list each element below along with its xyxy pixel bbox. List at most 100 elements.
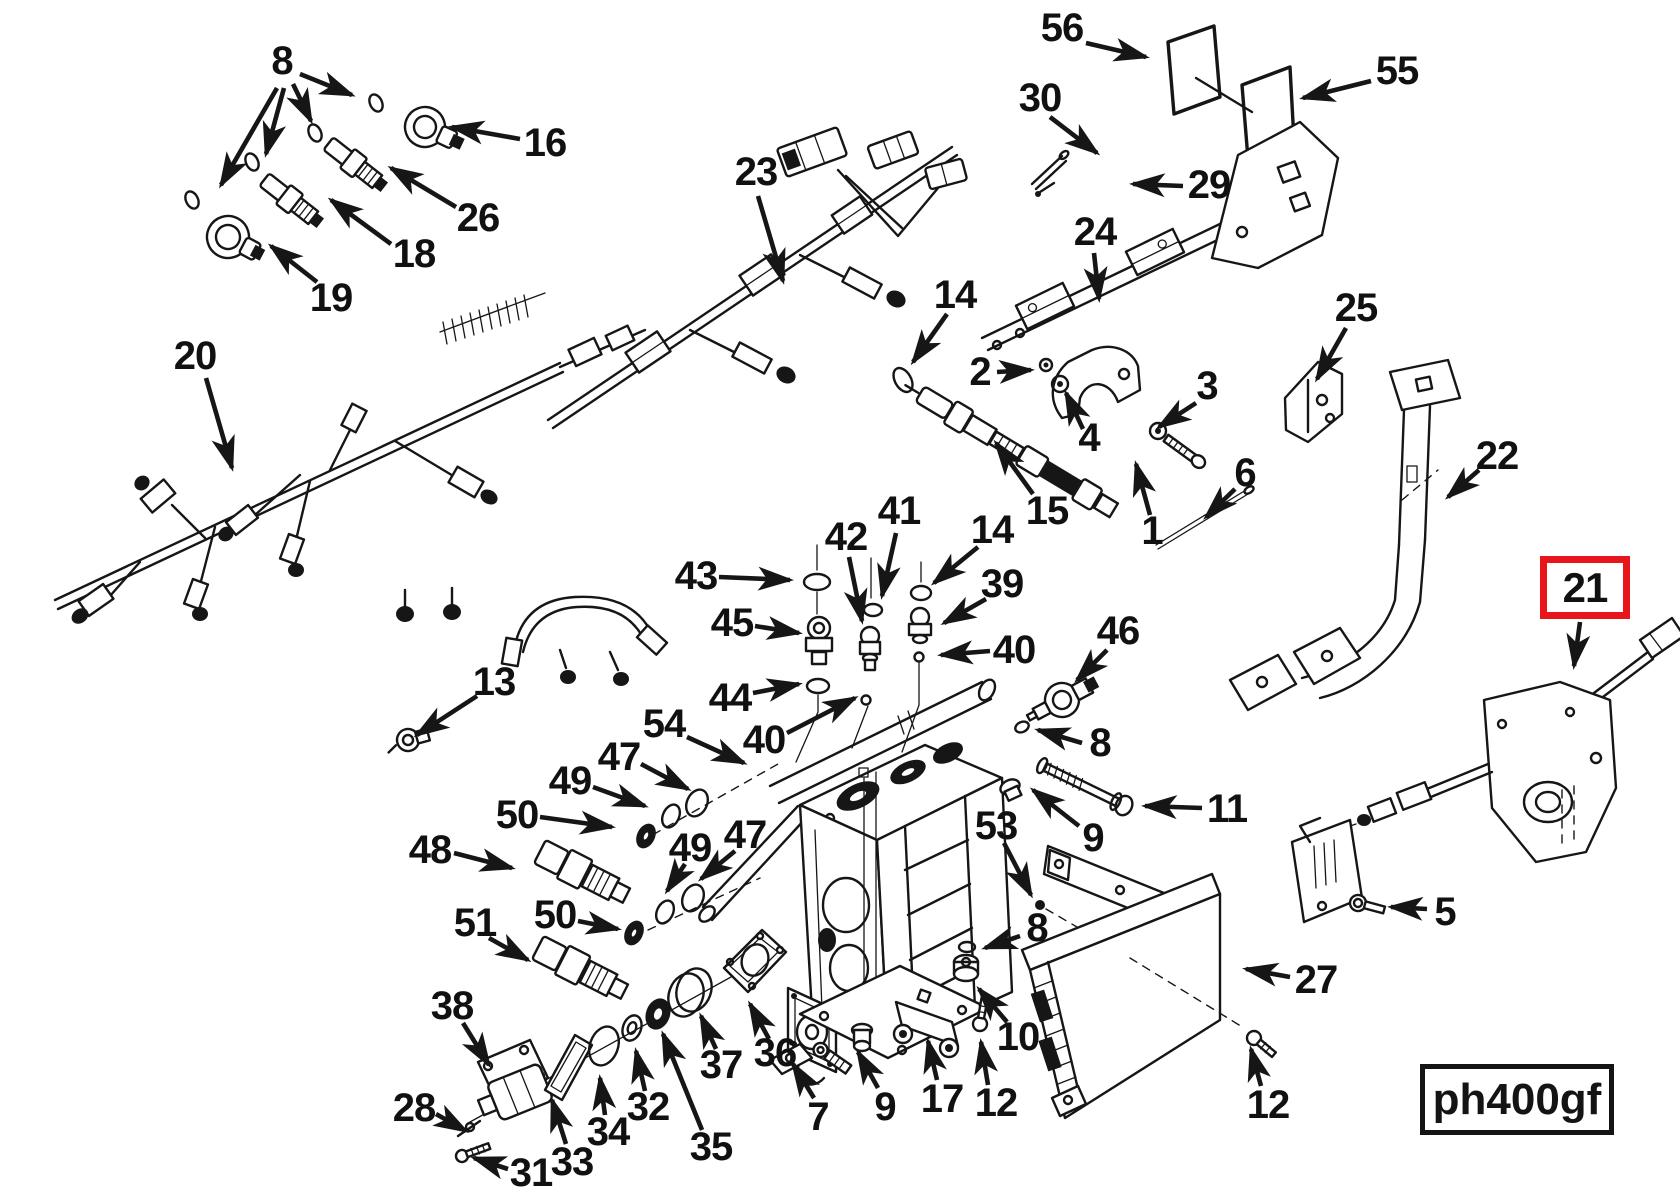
callout-20: 20: [173, 334, 217, 378]
callout-47: 47: [597, 735, 641, 779]
callout-14: 14: [933, 273, 977, 317]
callout-arrow: [996, 359, 1035, 384]
plug-9-art: [850, 1022, 874, 1053]
callout-8: 8: [1026, 906, 1048, 950]
highlight-box-21[interactable]: 21: [1540, 556, 1630, 619]
callout-23: 23: [734, 150, 778, 194]
valve-stack-art: [454, 928, 788, 1164]
callout-18: 18: [392, 232, 436, 276]
callout-arrow: [698, 1012, 726, 1051]
callout-41: 41: [877, 489, 921, 533]
callout-arrow: [1387, 896, 1428, 921]
callout-arrow: [974, 1038, 998, 1086]
callout-arrow: [686, 734, 748, 766]
callout-arrow: [1048, 115, 1101, 156]
callout-arrow: [448, 120, 521, 145]
callout-54: 54: [642, 702, 686, 746]
callout-8: 8: [271, 39, 293, 83]
callout-arrow: [660, 1030, 705, 1131]
callout-28: 28: [392, 1086, 436, 1130]
callout-arrow: [754, 616, 803, 640]
callout-arrow: [664, 857, 695, 895]
fasteners-art: [1038, 357, 1207, 470]
callout-49: 49: [668, 826, 712, 870]
callout-53: 53: [974, 804, 1018, 848]
callout-arrow: [432, 1104, 470, 1134]
callout-39: 39: [980, 562, 1024, 606]
callout-29: 29: [1187, 163, 1231, 207]
callout-15: 15: [1025, 489, 1069, 533]
fittings-art: [795, 544, 933, 763]
drawing-code-box: ph400gf: [1420, 1064, 1614, 1135]
callout-8: 8: [1089, 721, 1111, 765]
bracket-22-art: [1228, 358, 1462, 712]
callout-arrow: [1085, 38, 1150, 62]
callout-arrow: [1132, 460, 1157, 516]
callout-47: 47: [723, 813, 767, 857]
callout-arrow: [718, 566, 794, 591]
callout-10: 10: [996, 1015, 1040, 1059]
callout-arrow: [976, 985, 1009, 1024]
callout-arrow: [877, 532, 901, 600]
callout-48: 48: [408, 828, 452, 872]
callout-arrow: [993, 439, 1035, 496]
sensor-48-51-art: [531, 763, 779, 1000]
callout-arrow: [1247, 1045, 1271, 1087]
callout-arrow: [930, 545, 980, 586]
callout-arrow: [1029, 787, 1081, 828]
callout-arrow: [940, 596, 988, 625]
callout-arrow: [910, 312, 949, 366]
callout-27: 27: [1294, 958, 1338, 1002]
ecm-27-art: [812, 844, 1278, 1120]
callout-9: 9: [1082, 816, 1104, 860]
callout-arrow: [549, 1096, 574, 1145]
callout-arrow: [262, 87, 287, 158]
callout-arrow: [1203, 486, 1238, 520]
callout-arrow: [981, 926, 1021, 951]
callout-arrow: [1141, 795, 1203, 820]
callout-arrow: [790, 1060, 821, 1100]
callout-arrow: [937, 640, 991, 665]
callout-45: 45: [710, 601, 754, 645]
callout-arrow: [299, 71, 356, 98]
callout-arrow: [413, 694, 479, 738]
callout-arrow: [755, 195, 786, 285]
callout-arrow: [1034, 727, 1083, 751]
callout-arrow: [470, 1155, 509, 1180]
callout-arrow: [697, 849, 737, 882]
callout-42: 42: [824, 515, 868, 559]
pin-art: [1030, 149, 1070, 197]
callout-2: 2: [969, 350, 991, 394]
callout-7: 7: [807, 1095, 829, 1139]
callout-5: 5: [1434, 890, 1456, 934]
callout-arrow: [1074, 648, 1109, 683]
callout-arrow: [219, 86, 279, 189]
callout-3: 3: [1196, 364, 1218, 408]
callout-55: 55: [1375, 49, 1419, 93]
callout-arrow: [577, 910, 622, 935]
callout-arrow: [461, 1021, 492, 1069]
callout-12: 12: [1246, 1083, 1290, 1127]
callout-4: 4: [1078, 416, 1100, 460]
harness-23-art: [546, 126, 968, 430]
callout-38: 38: [430, 984, 474, 1028]
callout-arrow: [1444, 466, 1481, 500]
callout-arrow: [1315, 326, 1348, 383]
callout-43: 43: [674, 554, 718, 598]
callout-arrow: [267, 243, 319, 284]
screw-7-art: [812, 1041, 853, 1075]
part-21-art: [1309, 616, 1680, 864]
callout-arrow: [487, 933, 532, 963]
callout-arrow: [1129, 173, 1184, 198]
callout-arrow: [539, 810, 616, 835]
foot-bracket-art: [1290, 816, 1387, 924]
callout-51: 51: [453, 901, 497, 945]
callout-arrow: [785, 695, 859, 736]
callout-arrow: [286, 82, 314, 125]
callout-arrow: [843, 556, 868, 625]
callout-24: 24: [1073, 210, 1117, 254]
callout-6: 6: [1234, 451, 1256, 495]
callout-50: 50: [495, 793, 539, 837]
callout-56: 56: [1040, 6, 1084, 50]
